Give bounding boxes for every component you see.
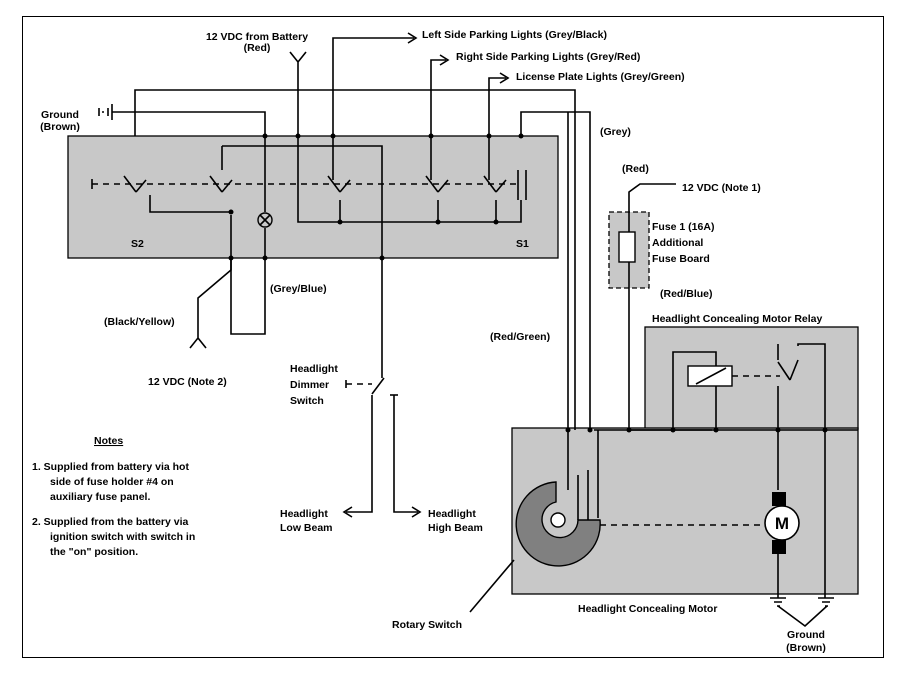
fuse-label-3: Fuse Board <box>652 253 710 265</box>
battery-color-label: (Red) <box>244 42 271 54</box>
red-blue-label: (Red/Blue) <box>660 288 713 300</box>
s2-label: S2 <box>131 238 144 250</box>
battery-label: 12 VDC from Battery <box>206 31 308 43</box>
notes-title: Notes <box>94 435 123 447</box>
red-supply-wire <box>628 183 676 212</box>
motor-box <box>511 427 859 595</box>
dimmer-feed-wire <box>222 145 383 375</box>
relay-title: Headlight Concealing Motor Relay <box>652 313 823 325</box>
license-plate-wire <box>488 77 506 136</box>
low-beam-label-2: Low Beam <box>280 522 333 534</box>
motor-title: Headlight Concealing Motor <box>578 603 717 615</box>
motor-symbol: M <box>775 514 789 533</box>
note2-line2: ignition switch with switch in <box>50 531 195 543</box>
red-label: (Red) <box>622 163 649 175</box>
high-beam-label-2: High Beam <box>428 522 483 534</box>
note1-line2: side of fuse holder #4 on <box>50 476 174 488</box>
low-beam-label-1: Headlight <box>280 508 328 520</box>
fuse-label-1: Fuse 1 (16A) <box>652 221 714 233</box>
note1-line1: 1. Supplied from battery via hot <box>32 461 189 473</box>
vdc-note2-label: 12 VDC (Note 2) <box>148 376 227 388</box>
ground-icon-right <box>770 597 834 628</box>
ground-right-label: Ground <box>787 629 825 641</box>
high-beam-label-1: Headlight <box>428 508 476 520</box>
right-parking-wire <box>430 59 446 136</box>
black-yellow-wire <box>189 258 232 349</box>
dimmer-label-2: Dimmer <box>290 379 329 391</box>
grey-wire-right <box>520 111 591 430</box>
left-parking-label: Left Side Parking Lights (Grey/Black) <box>422 29 607 41</box>
vdc-note1-label: 12 VDC (Note 1) <box>682 182 761 194</box>
rotary-switch-label: Rotary Switch <box>392 619 462 631</box>
wires <box>102 32 858 598</box>
diagram-frame <box>22 16 884 658</box>
ground-right-color: (Brown) <box>786 642 826 654</box>
indicator-lamp-icon <box>257 212 273 228</box>
fuse-label-2: Additional <box>652 237 703 249</box>
black-yellow-label: (Black/Yellow) <box>104 316 175 328</box>
grey-blue-label: (Grey/Blue) <box>270 283 327 295</box>
license-plate-label: License Plate Lights (Grey/Green) <box>516 71 685 83</box>
ground-left-label: Ground <box>41 109 79 121</box>
dimmer-switch <box>345 375 398 396</box>
fuse-icon <box>618 231 636 263</box>
grey-label: (Grey) <box>600 126 631 138</box>
red-green-label: (Red/Green) <box>490 331 550 343</box>
note1-line3: auxiliary fuse panel. <box>50 491 150 503</box>
note2-line3: the "on" position. <box>50 546 138 558</box>
battery-wire <box>289 51 307 136</box>
grey-wire-top <box>134 89 576 430</box>
dimmer-label-1: Headlight <box>290 363 338 375</box>
s1-label: S1 <box>516 238 529 250</box>
ground-wire-left <box>102 104 266 136</box>
rotary-switch-icon <box>515 481 601 567</box>
dimmer-label-3: Switch <box>290 395 324 407</box>
junctions <box>228 133 828 433</box>
relay-box <box>644 326 859 430</box>
left-parking-wire <box>332 37 414 136</box>
right-parking-label: Right Side Parking Lights (Grey/Red) <box>456 51 640 63</box>
panel-switches <box>91 170 527 228</box>
ground-left-color: (Brown) <box>40 121 80 133</box>
note2-line1: 2. Supplied from the battery via <box>32 516 189 528</box>
